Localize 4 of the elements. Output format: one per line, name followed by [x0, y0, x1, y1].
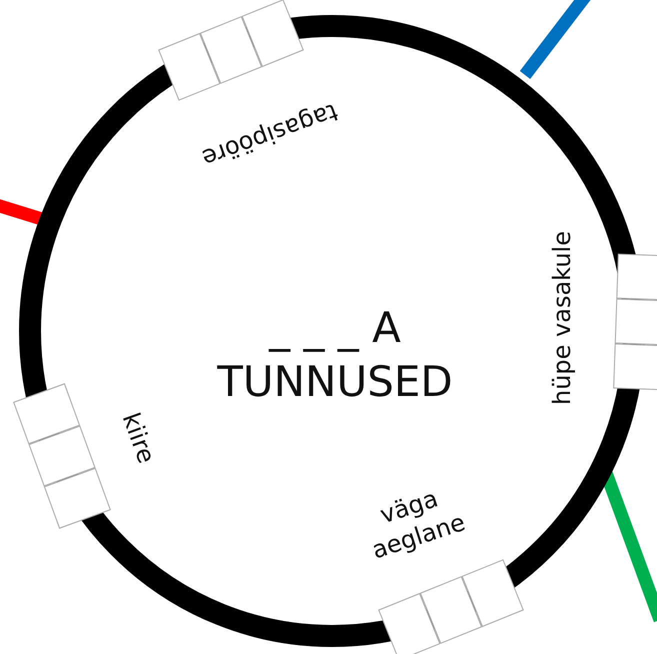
label-text: hüpe vasakule: [548, 231, 576, 405]
title: _ _ _ A TUNNUSED: [216, 302, 454, 408]
label-text: kiire: [116, 409, 160, 467]
label-text: väga aeglane: [368, 483, 470, 567]
